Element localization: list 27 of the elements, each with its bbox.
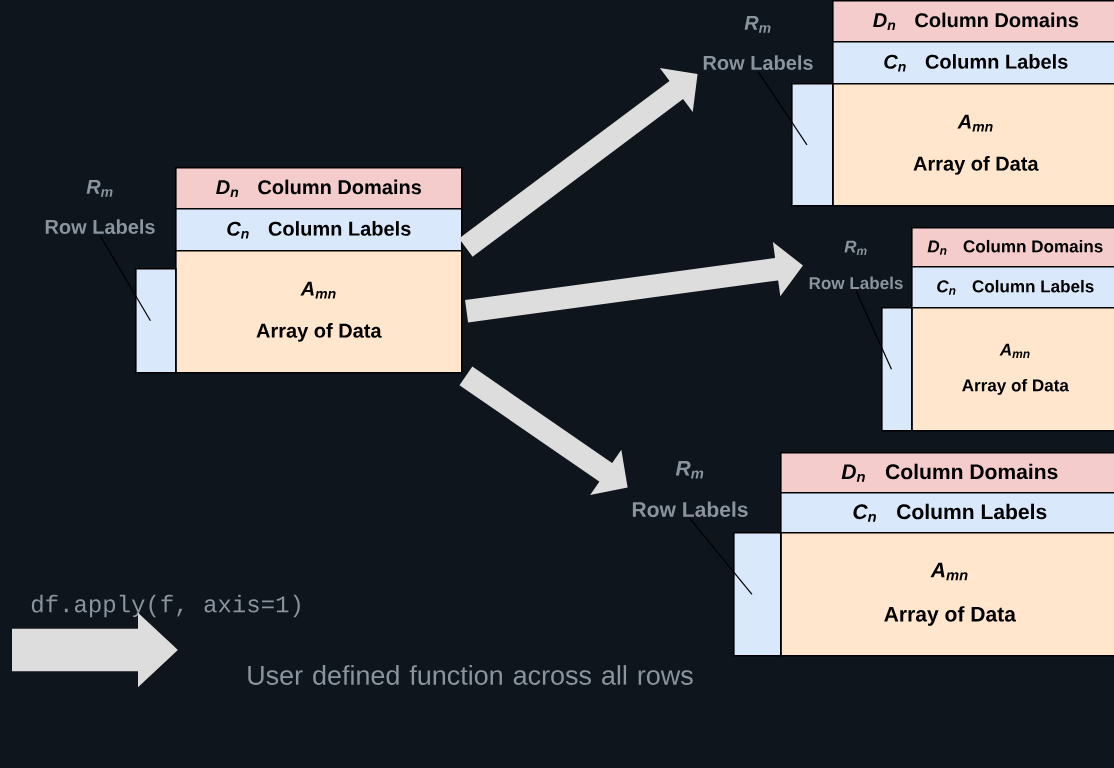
label-row: C$_{n}$ Column Labels [832, 41, 1114, 85]
block-arrow [459, 67, 698, 257]
leader-line [689, 517, 753, 595]
callout-text: R$_{m}$ Row Labels [809, 240, 903, 290]
legend-text: User defined function across all rows [248, 665, 693, 685]
domain-row: D$_{n}$ Column Domains [175, 167, 463, 210]
label-row: C$_{n}$ Column Labels [780, 492, 1114, 534]
domain-row: D$_{n}$ Column Domains [780, 452, 1114, 494]
leader-line [99, 234, 152, 322]
row-label-bar [881, 307, 913, 432]
row-label-bar [733, 532, 782, 657]
row-label-bar [135, 268, 177, 374]
data-box: A$_{mn}$ Array of Data [175, 250, 463, 374]
callout-text: R$_{m}$ Row Labels [45, 180, 155, 234]
domain-row: D$_{n}$ Column Domains [832, 0, 1114, 43]
row-label-bar [791, 83, 834, 207]
callout-text: R$_{m}$ Row Labels [703, 16, 813, 70]
data-box: A$_{mn}$ Array of Data [780, 532, 1114, 657]
domain-row: D$_{n}$ Column Domains [911, 227, 1114, 268]
code-text: df.apply(f, axis=1) [31, 594, 300, 618]
label-row: C$_{n}$ Column Labels [175, 208, 463, 252]
data-box: A$_{mn}$ Array of Data [911, 307, 1114, 432]
callout-text: R$_{m}$ Row Labels [632, 461, 748, 517]
leader-line [855, 290, 893, 370]
label-row: C$_{n}$ Column Labels [911, 266, 1114, 309]
data-box: A$_{mn}$ Array of Data [832, 83, 1114, 207]
leader-line [757, 70, 808, 146]
